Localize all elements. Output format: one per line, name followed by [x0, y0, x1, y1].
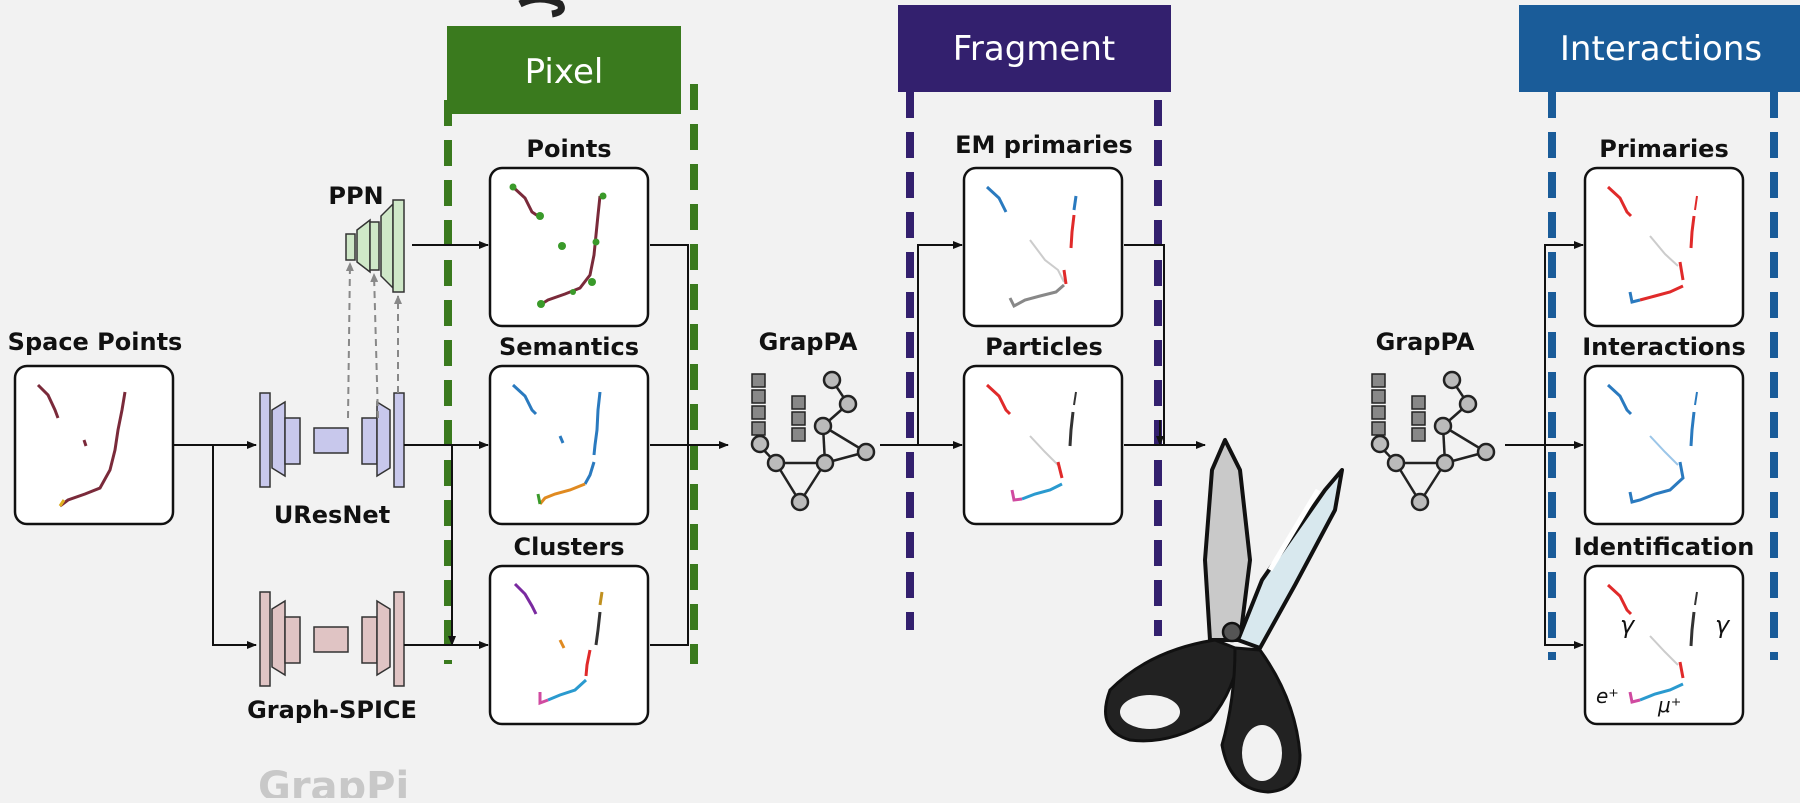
uresnet-label: UResNet	[274, 501, 390, 529]
graph-spice-network	[259, 591, 405, 687]
identification-panel: γ γ e⁺ μ⁺	[1583, 564, 1745, 726]
em-primaries-panel	[962, 166, 1124, 328]
ppn-network	[345, 199, 405, 293]
cut-off-footer-text: GrapPi	[258, 764, 409, 798]
interactions-label: Interactions	[1582, 333, 1746, 361]
clusters-label: Clusters	[513, 533, 624, 561]
positron-label: e⁺	[1596, 684, 1619, 708]
space-points-label: Space Points	[8, 328, 183, 356]
primaries-label: Primaries	[1599, 135, 1728, 163]
gamma-label-left: γ	[1620, 611, 1636, 639]
space-points-panel	[13, 364, 175, 526]
graph-spice-label: Graph-SPICE	[247, 696, 417, 724]
semantics-panel	[488, 364, 650, 526]
ppn-feature-arrows	[345, 262, 402, 419]
fragment-stage: Fragment	[898, 5, 1171, 636]
cut-off-title-glyph	[518, 0, 565, 18]
points-label: Points	[526, 135, 611, 163]
grappa-label-1: GrapPA	[759, 328, 858, 356]
particles-panel	[962, 364, 1124, 526]
interactions-panel	[1583, 364, 1745, 526]
fragment-stage-title: Fragment	[953, 29, 1115, 69]
uresnet-network	[259, 392, 405, 488]
fragment-stage-header	[898, 5, 1171, 92]
grappa-label-2: GrapPA	[1376, 328, 1475, 356]
grappa-graph-1	[750, 370, 876, 512]
particles-label: Particles	[985, 333, 1103, 361]
muon-label: μ⁺	[1657, 693, 1681, 717]
scissors-icon	[1104, 438, 1344, 794]
interactions-stage-title: Interactions	[1560, 29, 1762, 69]
pixel-connectors	[173, 241, 729, 649]
em-primaries-label: EM primaries	[955, 131, 1133, 159]
points-panel	[488, 166, 650, 328]
pixel-stage-header	[447, 26, 681, 114]
interactions-stage-header	[1519, 5, 1800, 92]
identification-label: Identification	[1574, 533, 1755, 561]
primaries-panel	[1583, 166, 1745, 328]
interactions-stage: Interactions	[1519, 5, 1800, 660]
gamma-label-right: γ	[1715, 611, 1731, 639]
clusters-panel	[488, 564, 650, 726]
pixel-stage: Pixel	[444, 26, 698, 664]
interaction-connectors	[1505, 241, 1584, 649]
pixel-stage-title: Pixel	[525, 52, 604, 92]
semantics-label: Semantics	[499, 333, 639, 361]
fragment-connectors	[880, 241, 1206, 449]
ppn-label: PPN	[328, 182, 383, 210]
grappa-graph-2	[1370, 370, 1496, 512]
